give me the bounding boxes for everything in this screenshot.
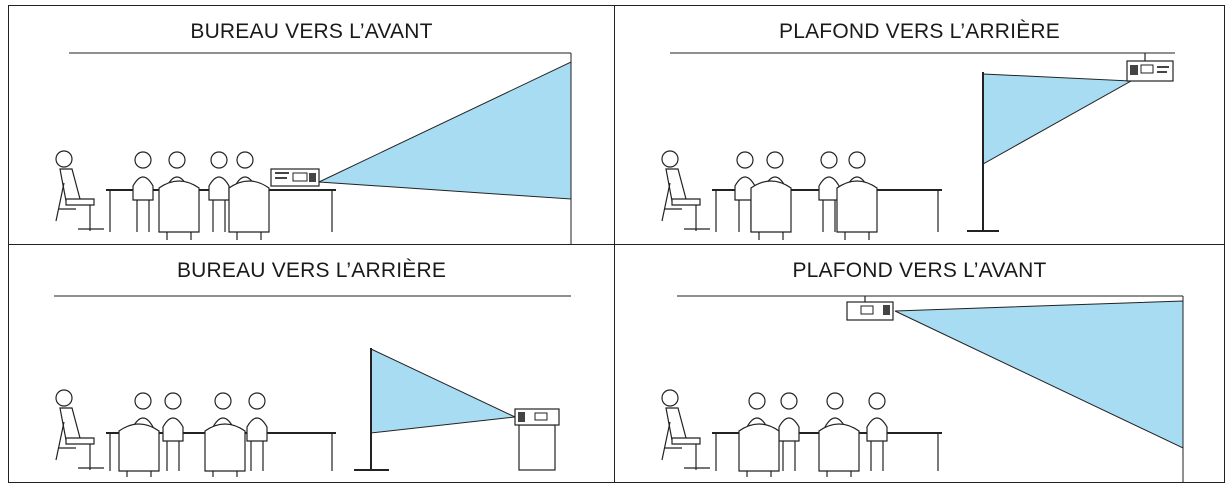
person [818,151,840,232]
person [866,392,888,471]
scene-ceiling-front [661,295,1184,482]
chair [818,423,860,477]
panel-title: PLAFOND VERS L’AVANT [792,259,1047,282]
chair [204,423,246,477]
person-seated [661,389,710,470]
chair [836,180,878,240]
chair [118,423,160,477]
panel-desk-rear: BUREAU VERS L’ARRIÈRE [8,244,615,483]
projector [514,408,560,426]
person-seated [661,150,710,231]
scene-desk-rear [54,295,571,477]
chair [158,180,200,240]
panel-desk-front: BUREAU VERS L’AVANT [8,5,615,245]
projector [270,168,320,187]
projection-beam [370,348,517,434]
chair [750,180,792,240]
panel-title: BUREAU VERS L’AVANT [190,20,433,43]
person [778,392,800,471]
chair [738,423,780,477]
panel-ceiling-front: PLAFOND VERS L’AVANT [614,244,1225,483]
person [162,392,184,471]
projector [846,301,894,321]
panel-title: PLAFOND VERS L’ARRIÈRE [779,20,1060,43]
projection-beam [982,73,1133,165]
person [208,151,230,232]
person-seated [55,150,104,231]
chair [228,180,270,240]
person-seated [55,389,104,470]
scene-desk-front [55,52,572,244]
projector [1126,60,1174,82]
projector-stand [518,424,556,471]
panel-title: BUREAU VERS L’ARRIÈRE [176,259,447,282]
person [246,392,268,471]
panel-ceiling-rear: PLAFOND VERS L’ARRIÈRE [614,5,1225,245]
scene-ceiling-rear [661,52,1175,240]
projection-beam [317,61,572,200]
projection-beam [894,300,1184,449]
person [132,151,154,232]
